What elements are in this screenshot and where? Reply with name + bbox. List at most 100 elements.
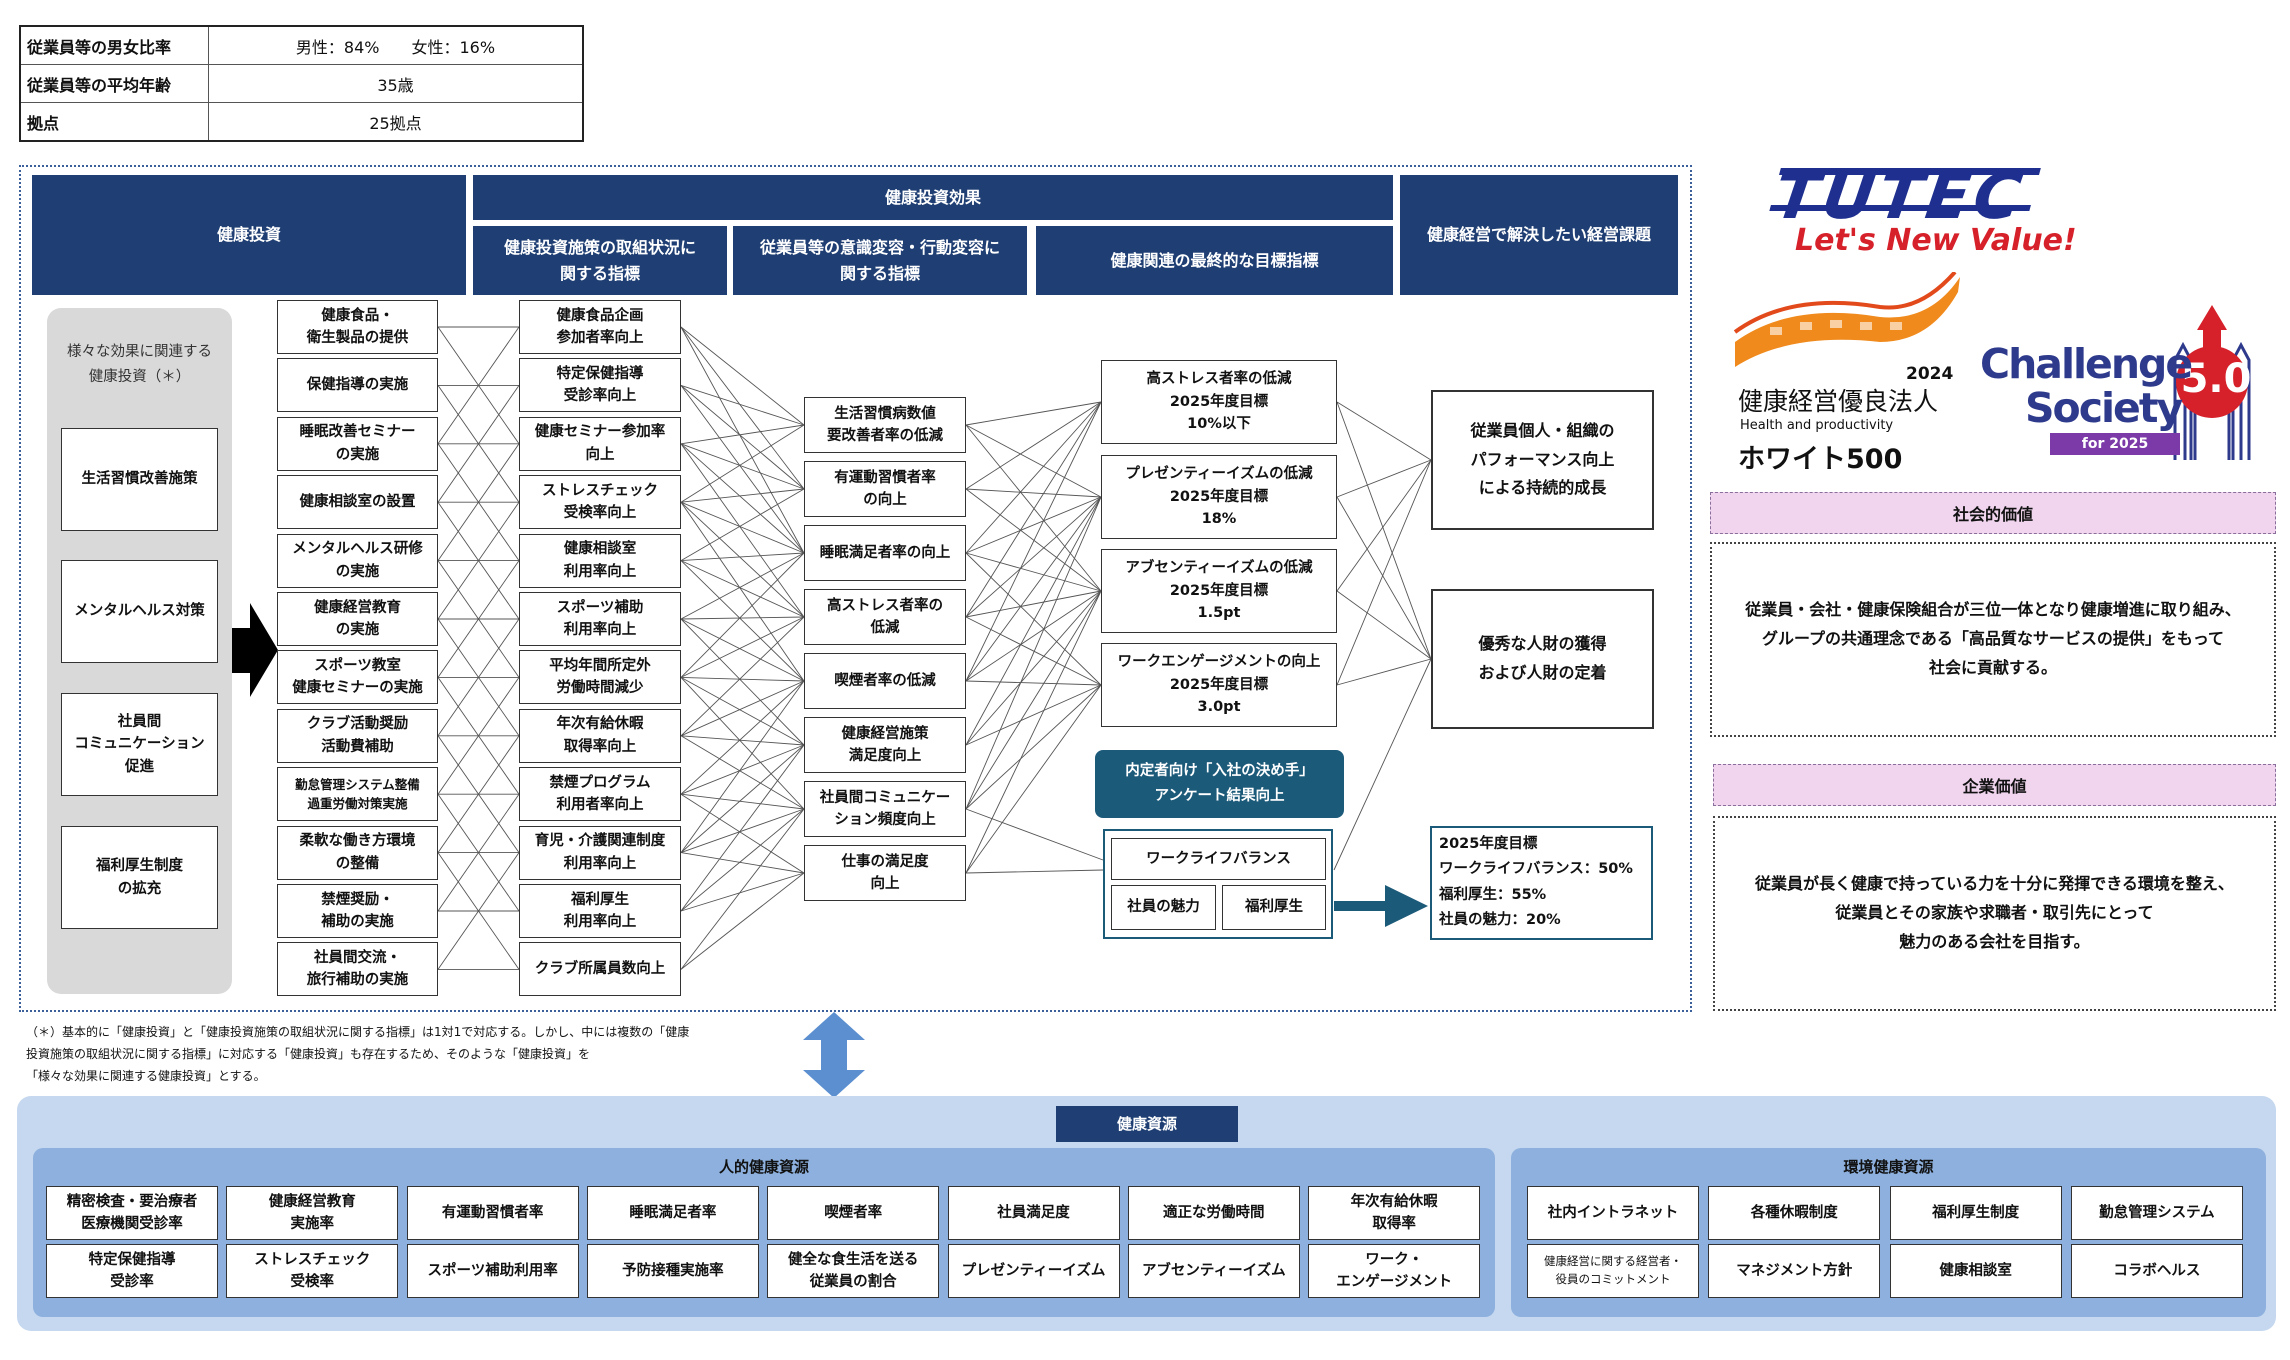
connector-line: [680, 808, 805, 854]
human-resource-item: プレゼンティーイズム: [947, 1244, 1120, 1298]
investment-measure-box: 保健指導の実施: [277, 358, 438, 413]
white500-flag-icon: [1733, 270, 1960, 367]
connector-line: [680, 326, 805, 554]
behavior-indicator-box: 喫煙者率の低減: [804, 653, 966, 709]
connector-line: [680, 443, 805, 618]
header-issue: 健康経営で解決したい経営課題: [1400, 175, 1678, 295]
tutec-slogan: Let's New Value!: [1795, 223, 2077, 258]
connector-line: [680, 501, 805, 682]
connector-line: [680, 501, 805, 554]
investment-measure-box: スポーツ教室 健康セミナーの実施: [277, 650, 438, 705]
connector-line: [965, 496, 1102, 618]
behavior-indicator-box: 有運動習慣者率 の向上: [804, 461, 966, 517]
connector-line: [680, 616, 805, 678]
connector-line: [437, 852, 520, 970]
stats-row: 従業員等の男女比率男性：84% 女性：16%: [19, 25, 584, 65]
connector-line: [680, 872, 805, 970]
various-item: 生活習慣改善施策: [61, 428, 218, 531]
resources-title: 健康資源: [1056, 1106, 1238, 1142]
various-item: 福利厚生制度 の拡充: [61, 826, 218, 929]
connector-line: [965, 552, 1102, 592]
measure-indicator-box: ストレスチェック 受検率向上: [519, 475, 681, 530]
connector-line: [965, 590, 1102, 682]
connector-line: [680, 735, 805, 810]
env-resource-item: 社内イントラネット: [1527, 1186, 1699, 1240]
challenge-line2: Society: [2025, 384, 2183, 432]
human-resource-item: 社員満足度: [947, 1186, 1120, 1240]
connector-line: [680, 793, 805, 810]
connector-line: [965, 496, 1102, 746]
env-resource-item: 福利厚生制度: [1889, 1186, 2062, 1240]
connector-line: [680, 501, 805, 618]
env-resource-item: マネジメント方針: [1708, 1244, 1881, 1298]
measure-indicator-box: 特定保健指導 受診率向上: [519, 358, 681, 413]
human-resource-item: 有運動習慣者率: [406, 1186, 579, 1240]
measure-indicator-box: 健康食品企画 参加者率向上: [519, 300, 681, 354]
white500-name: ホワイト500: [1738, 444, 1903, 475]
connector-line: [965, 424, 1102, 498]
connector-line: [965, 496, 1102, 682]
human-resource-item: スポーツ補助利用率: [406, 1244, 579, 1298]
connector-line: [680, 618, 805, 746]
human-resource-item: 年次有給休暇 取得率: [1308, 1186, 1481, 1240]
header-effect: 健康投資効果: [473, 175, 1393, 220]
connector-line: [1336, 401, 1432, 461]
management-issue-box: 優秀な人財の獲得 および人財の定着: [1431, 589, 1654, 729]
connector-line: [965, 401, 1102, 618]
connector-line: [1336, 459, 1432, 498]
connector-line: [680, 552, 805, 620]
env-resource-item: 健康経営に関する経営者・ 役員のコミットメント: [1527, 1244, 1699, 1298]
connector-line: [965, 401, 1102, 682]
connector-line: [680, 872, 805, 912]
investment-measure-box: 社員間交流・ 旅行補助の実施: [277, 942, 438, 997]
footnote: （＊）基本的に「健康投資」と「健康投資施策の取組状況に関する指標」は1対1で対応…: [26, 1025, 690, 1084]
tutec-logo-graphic: [1769, 168, 2041, 211]
measure-indicator-box: 平均年間所定外 労働時間減少: [519, 650, 681, 705]
human-resources-title: 人的健康資源: [718, 1158, 809, 1176]
connector-line: [680, 424, 805, 503]
connector-line: [437, 735, 520, 853]
management-issue-box: 従業員個人・組織の パフォーマンス向上 による持続的成長: [1431, 390, 1654, 530]
white500-en: Health and productivity: [1740, 418, 1894, 433]
connector-line: [680, 618, 805, 682]
behavior-indicator-box: 高ストレス者率の 低減: [804, 589, 966, 645]
human-resource-item: 健全な食生活を送る 従業員の割合: [767, 1244, 940, 1298]
connector-line: [965, 590, 1102, 746]
connector-line: [965, 590, 1102, 618]
connector-line: [437, 618, 520, 737]
header-invest: 健康投資: [32, 175, 466, 295]
black-right-arrow: [232, 603, 278, 697]
connector-line: [680, 680, 805, 853]
connector-line: [680, 616, 805, 737]
connector-line: [965, 869, 1104, 874]
measure-indicator-box: 育児・介護関連制度 利用率向上: [519, 825, 681, 880]
connector-line: [1336, 658, 1432, 686]
connector-line: [680, 793, 805, 874]
investment-measure-box: クラブ活動奨励 活動費補助: [277, 708, 438, 763]
env-resource-item: 健康相談室: [1889, 1244, 2062, 1298]
connector-line: [680, 744, 805, 853]
behavior-indicator-box: 睡眠満足者率の向上: [804, 525, 966, 581]
connector-line: [965, 552, 1102, 686]
various-investment-title: 様々な効果に関連する 健康投資（＊）: [67, 344, 212, 385]
human-resource-item: 喫煙者率: [767, 1186, 940, 1240]
connector-line: [680, 488, 805, 561]
connector-line: [680, 385, 805, 490]
connector-line: [965, 808, 1104, 861]
connector-line: [1336, 590, 1432, 660]
measure-indicator-box: 福利厚生 利用率向上: [519, 884, 681, 938]
investment-measure-box: メンタルヘルス研修 の実施: [277, 533, 438, 588]
human-resource-item: 健康経営教育 実施率: [226, 1186, 399, 1240]
final-target-box: プレゼンティーイズムの低減 2025年度目標 18%: [1101, 455, 1337, 539]
investment-measure-box: 柔軟な働き方環境 の整備: [277, 825, 438, 880]
connector-line: [965, 496, 1102, 810]
connector-line: [965, 401, 1102, 490]
behavior-indicator-box: 生活習慣病数値 要改善者率の低減: [804, 397, 966, 453]
connector-line: [680, 552, 805, 678]
connector-line: [437, 677, 520, 795]
tutec-logo: TUTEC Let's New Value!: [1705, 160, 2125, 280]
stats-value: 25拠点: [208, 102, 584, 142]
human-resource-item: ストレスチェック 受検率: [226, 1244, 399, 1298]
various-item: メンタルヘルス対策: [61, 560, 218, 663]
measure-indicator-box: 年次有給休暇 取得率向上: [519, 708, 681, 763]
